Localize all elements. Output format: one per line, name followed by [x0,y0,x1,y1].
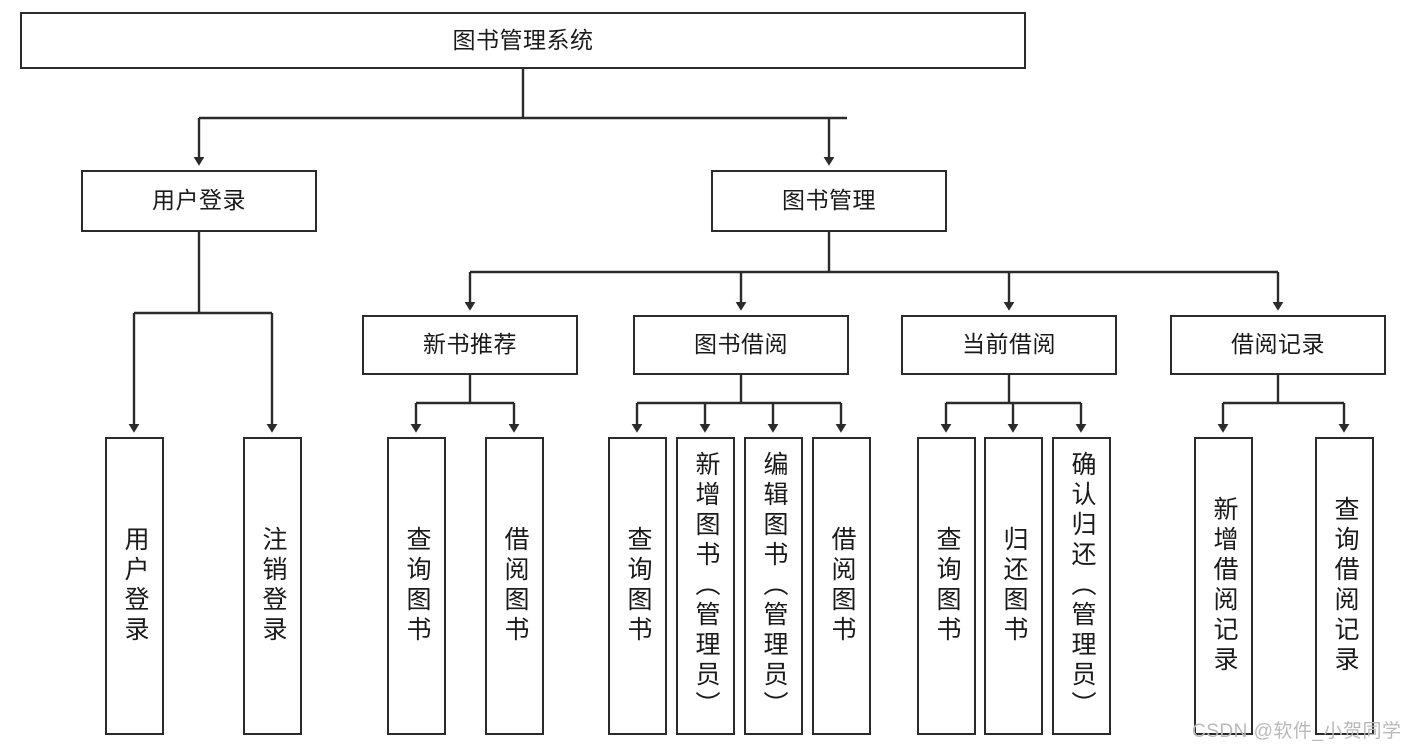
edge-group-current-borrow [940,375,1087,433]
leaf-query-book-new-label: 查询图书 [403,526,431,646]
edge-group-new-book [410,375,520,433]
node-borrow-record[interactable]: 借阅记录 [1170,315,1386,375]
node-user-login-label: 用户登录 [152,187,246,214]
leaf-query-book-new[interactable]: 查询图书 [387,437,446,735]
leaf-user-login-label: 用户登录 [121,526,149,646]
leaf-return-book[interactable]: 归还图书 [984,437,1043,735]
leaf-add-borrow-record[interactable]: 新增借阅记录 [1194,437,1253,735]
node-current-borrow[interactable]: 当前借阅 [901,315,1117,375]
node-book-borrow[interactable]: 图书借阅 [633,315,849,375]
leaf-user-login[interactable]: 用户登录 [105,437,164,735]
leaf-add-borrow-record-label: 新增借阅记录 [1210,496,1238,676]
node-book-management-label: 图书管理 [782,187,876,214]
node-borrow-record-label: 借阅记录 [1231,331,1325,358]
leaf-query-book-borrow[interactable]: 查询图书 [608,437,667,735]
leaf-borrow-book-label: 借阅图书 [828,526,856,646]
edge-group-borrow-record [1217,375,1350,433]
leaf-borrow-book-new-label: 借阅图书 [501,526,529,646]
node-current-borrow-label: 当前借阅 [962,331,1056,358]
node-new-book-recommend[interactable]: 新书推荐 [362,315,578,375]
leaf-return-book-label: 归还图书 [1000,526,1028,646]
node-root-label: 图书管理系统 [452,26,594,53]
leaf-query-book-current[interactable]: 查询图书 [917,437,976,735]
node-book-management[interactable]: 图书管理 [711,170,947,232]
leaf-query-book-borrow-label: 查询图书 [624,526,652,646]
leaf-confirm-return-admin-label: 确认归还（管理员） [1068,451,1096,721]
node-root[interactable]: 图书管理系统 [20,12,1026,69]
leaf-add-book-admin-label: 新增图书（管理员） [692,451,720,721]
leaf-logout[interactable]: 注销登录 [243,437,302,735]
leaf-confirm-return-admin[interactable]: 确认归还（管理员） [1052,437,1111,735]
node-book-borrow-label: 图书借阅 [694,331,788,358]
csdn-watermark: CSDN @软件_小贺同学 [1192,721,1402,742]
leaf-query-book-current-label: 查询图书 [933,526,961,646]
edge-group-borrow [631,375,847,433]
leaf-borrow-book[interactable]: 借阅图书 [812,437,871,735]
leaf-add-book-admin[interactable]: 新增图书（管理员） [676,437,735,735]
edge-group-book-manage [464,232,1284,311]
node-user-login[interactable]: 用户登录 [81,170,317,232]
leaf-query-borrow-record-label: 查询借阅记录 [1331,496,1359,676]
node-new-book-recommend-label: 新书推荐 [423,331,517,358]
leaf-edit-book-admin-label: 编辑图书（管理员） [760,451,788,721]
edge-group-user-login [128,232,278,433]
edge-group-root [193,69,847,166]
leaf-edit-book-admin[interactable]: 编辑图书（管理员） [744,437,803,735]
leaf-query-borrow-record[interactable]: 查询借阅记录 [1315,437,1374,735]
leaf-logout-label: 注销登录 [259,526,287,646]
leaf-borrow-book-new[interactable]: 借阅图书 [485,437,544,735]
